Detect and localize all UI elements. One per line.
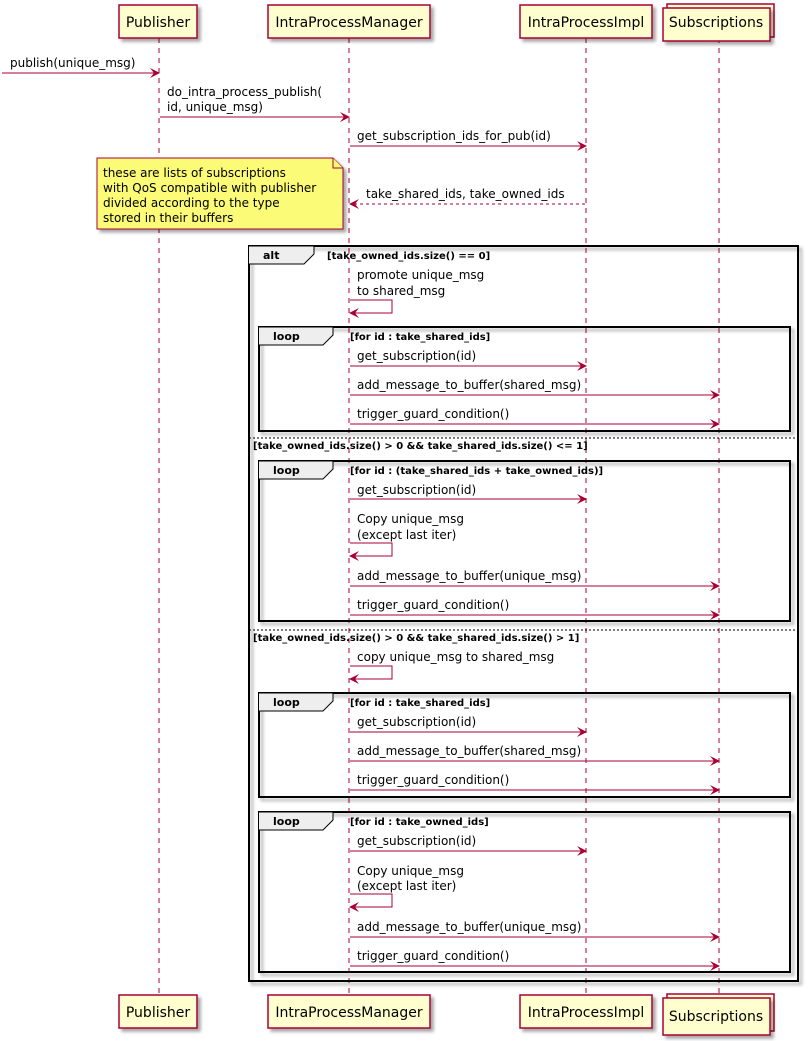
message-add-unique: add_message_to_buffer(unique_msg)	[350, 569, 720, 591]
alt-guard: [take_owned_ids.size() > 0 && take_share…	[253, 441, 588, 452]
alt-frame: alt [take_owned_ids.size() == 0] [take_o…	[248, 245, 799, 982]
note-subscriptions-lists: these are lists of subscriptions with Qo…	[96, 157, 344, 230]
message-label: add_message_to_buffer(shared_msg)	[357, 378, 581, 392]
message-trigger: trigger_guard_condition()	[350, 407, 720, 429]
loop-label: loop	[273, 330, 300, 343]
self-message-copy: Copy unique_msg (except last iter)	[349, 864, 464, 912]
message-return-ids: take_shared_ids, take_owned_ids	[349, 187, 585, 209]
message-label: trigger_guard_condition()	[357, 949, 509, 963]
message-trigger: trigger_guard_condition()	[350, 949, 720, 971]
message-get-sub: get_subscription(id)	[350, 715, 587, 737]
message-label: trigger_guard_condition()	[357, 598, 509, 612]
message-label: add_message_to_buffer(unique_msg)	[357, 569, 581, 583]
message-label: get_subscription(id)	[357, 834, 476, 848]
loop-frame-2: loop [for id : (take_shared_ids + take_o…	[258, 460, 791, 622]
message-label: get_subscription(id)	[357, 715, 476, 729]
loop-label: loop	[273, 815, 300, 828]
participant-label: IntraProcessManager	[275, 1005, 423, 1021]
note-line: these are lists of subscriptions	[103, 166, 286, 180]
message-label: to shared_msg	[357, 284, 445, 298]
message-add-shared: add_message_to_buffer(shared_msg)	[350, 744, 720, 766]
message-label: do_intra_process_publish(	[167, 85, 322, 99]
message-add-unique: add_message_to_buffer(unique_msg)	[350, 920, 720, 942]
message-label: add_message_to_buffer(unique_msg)	[357, 920, 581, 934]
message-label: take_shared_ids, take_owned_ids	[366, 187, 565, 201]
participant-label: Publisher	[126, 15, 191, 31]
message-label: Copy unique_msg	[357, 864, 464, 878]
participant-publisher-bottom[interactable]: Publisher	[118, 994, 198, 1029]
message-get-sub: get_subscription(id)	[350, 483, 587, 504]
loop-guard: [for id : take_owned_ids]	[350, 817, 489, 828]
alt-guard: [take_owned_ids.size() == 0]	[327, 251, 490, 262]
message-get-sub: get_subscription(id)	[350, 349, 587, 371]
note-line: divided according to the type	[103, 196, 280, 210]
loop-guard: [for id : take_shared_ids]	[350, 698, 490, 709]
loop-frame-1: loop [for id : take_shared_ids]	[258, 326, 791, 432]
message-get-ids: get_subscription_ids_for_pub(id)	[350, 129, 587, 151]
loop-guard: [for id : take_shared_ids]	[350, 332, 490, 343]
message-do-publish: do_intra_process_publish( id, unique_msg…	[160, 85, 350, 122]
participant-label: Subscriptions	[669, 15, 763, 31]
message-label: (except last iter)	[357, 528, 456, 542]
participant-label: Subscriptions	[669, 1009, 763, 1025]
participant-label: Publisher	[126, 1005, 191, 1021]
alt-guard: [take_owned_ids.size() > 0 && take_share…	[253, 633, 579, 644]
participant-manager-top[interactable]: IntraProcessManager	[267, 4, 431, 39]
self-message-promote: promote unique_msg to shared_msg	[349, 268, 484, 318]
participant-manager-bottom[interactable]: IntraProcessManager	[267, 994, 431, 1029]
participant-subscriptions-bottom[interactable]: Subscriptions	[662, 993, 775, 1036]
message-label: id, unique_msg)	[167, 100, 263, 114]
participant-subscriptions-top[interactable]: Subscriptions	[662, 3, 775, 42]
self-message-copy: Copy unique_msg (except last iter)	[349, 512, 464, 561]
message-label: copy unique_msg to shared_msg	[357, 650, 554, 664]
participant-impl-bottom[interactable]: IntraProcessImpl	[519, 994, 653, 1029]
message-label: get_subscription_ids_for_pub(id)	[357, 129, 551, 143]
note-line: with QoS compatible with publisher	[103, 181, 316, 195]
loop-frame-3: loop [for id : take_shared_ids]	[258, 692, 791, 798]
note-line: stored in their buffers	[103, 211, 233, 225]
loop-label: loop	[273, 464, 300, 477]
message-trigger: trigger_guard_condition()	[350, 598, 720, 620]
message-label: promote unique_msg	[357, 268, 484, 282]
message-label: get_subscription(id)	[357, 483, 476, 497]
loop-label: loop	[273, 696, 300, 709]
message-label: trigger_guard_condition()	[357, 407, 509, 421]
message-label: (except last iter)	[357, 879, 456, 893]
message-label: add_message_to_buffer(shared_msg)	[357, 744, 581, 758]
participant-label: IntraProcessImpl	[528, 1005, 644, 1021]
participant-label: IntraProcessImpl	[528, 15, 644, 31]
message-label: publish(unique_msg)	[10, 56, 135, 70]
message-label: Copy unique_msg	[357, 512, 464, 526]
self-message-copy-to-shared: copy unique_msg to shared_msg	[349, 650, 554, 684]
message-trigger: trigger_guard_condition()	[350, 773, 720, 795]
message-add-shared: add_message_to_buffer(shared_msg)	[350, 378, 720, 400]
loop-guard: [for id : (take_shared_ids + take_owned_…	[350, 466, 603, 477]
message-label: get_subscription(id)	[357, 349, 476, 363]
participant-publisher-top[interactable]: Publisher	[118, 4, 198, 39]
participant-impl-top[interactable]: IntraProcessImpl	[519, 4, 653, 39]
alt-label: alt	[263, 249, 279, 262]
participant-label: IntraProcessManager	[275, 15, 423, 31]
message-get-sub: get_subscription(id)	[350, 834, 587, 856]
message-label: trigger_guard_condition()	[357, 773, 509, 787]
loop-frame-4: loop [for id : take_owned_ids]	[258, 811, 791, 973]
message-publish: publish(unique_msg)	[2, 56, 160, 78]
